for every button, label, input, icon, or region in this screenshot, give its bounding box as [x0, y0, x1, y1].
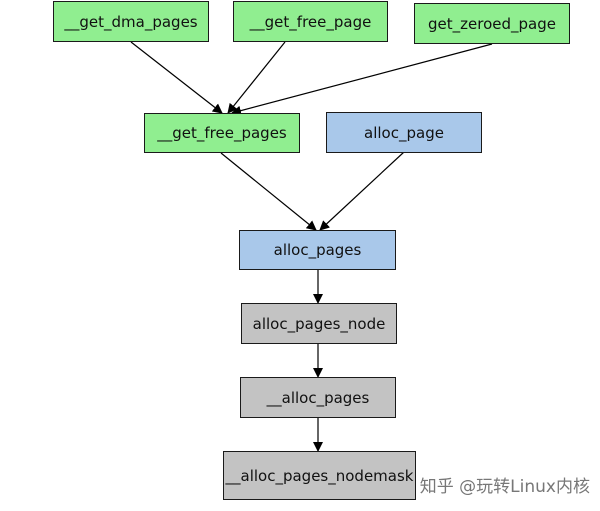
- edge-alloc-page-to-alloc-pages: [319, 151, 405, 231]
- watermark: 知乎 @玩转Linux内核: [419, 477, 590, 497]
- node-label: __alloc_pages_nodemask: [225, 466, 414, 485]
- node-underscore-alloc-pages: __alloc_pages: [240, 377, 396, 418]
- node-label: __get_free_pages: [157, 124, 287, 142]
- node-label: __alloc_pages: [266, 388, 370, 407]
- node-label: __get_dma_pages: [64, 12, 198, 31]
- node-alloc-pages-node: alloc_pages_node: [241, 303, 397, 344]
- node-label: alloc_pages_node: [252, 314, 386, 333]
- node-label: get_zeroed_page: [428, 14, 556, 33]
- node-get-dma-pages: __get_dma_pages: [53, 1, 209, 42]
- node-alloc-pages: alloc_pages: [239, 230, 396, 270]
- node-get-free-page: __get_free_page: [233, 1, 388, 42]
- edge-get-zeroed-page-to-get-free-pages: [231, 43, 493, 116]
- node-label: alloc_page: [364, 123, 444, 142]
- node-label: alloc_pages: [273, 241, 362, 259]
- node-alloc-pages-nodemask: __alloc_pages_nodemask: [223, 451, 416, 500]
- node-label: __get_free_page: [249, 12, 372, 31]
- node-get-free-pages: __get_free_pages: [144, 113, 300, 153]
- edge-get-free-page-to-get-free-pages: [227, 41, 286, 114]
- node-alloc-page: alloc_page: [326, 112, 482, 153]
- edge-get-dma-pages-to-get-free-pages: [130, 41, 223, 114]
- node-get-zeroed-page: get_zeroed_page: [414, 3, 570, 44]
- edge-get-free-pages-to-alloc-pages: [220, 152, 317, 231]
